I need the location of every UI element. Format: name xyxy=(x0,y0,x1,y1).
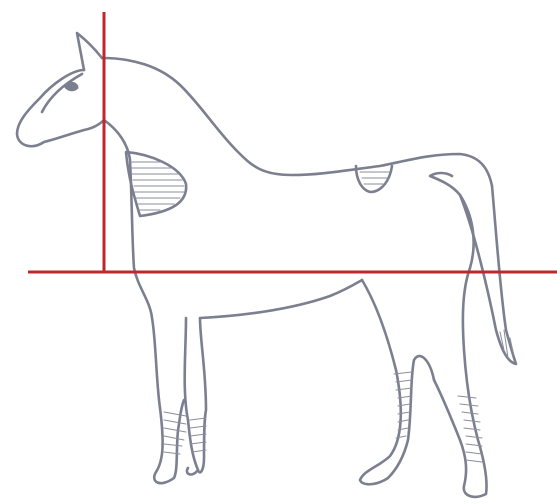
ear-outline xyxy=(77,33,102,70)
front-leg-inner xyxy=(185,318,206,472)
back-patch xyxy=(356,166,392,192)
front-leg-wraps xyxy=(164,412,206,454)
hind-leg-back xyxy=(434,195,487,497)
neck-top-outline xyxy=(102,58,492,186)
chest-outline xyxy=(104,120,160,408)
tail-outline xyxy=(430,173,516,364)
belly-outline xyxy=(200,280,362,318)
head-neck-outline xyxy=(17,70,104,146)
